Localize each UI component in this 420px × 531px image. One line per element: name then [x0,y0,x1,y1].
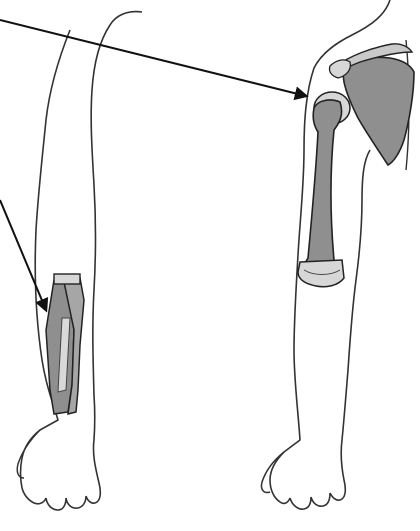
right-thumb-outline [261,452,284,493]
humerus-distal-end [298,260,344,287]
right-arm-figure [261,0,414,509]
humerus-bone [302,100,342,268]
callout-arrows [0,20,306,310]
arrow-to-shoulder [0,20,306,96]
elbow-joint-cap [54,274,80,284]
scapula-bone [342,57,414,165]
left-forearm-bones [46,274,84,414]
left-arm-figure [17,12,142,510]
arrow-to-forearm [0,200,46,310]
left-arm-outline [21,12,143,510]
